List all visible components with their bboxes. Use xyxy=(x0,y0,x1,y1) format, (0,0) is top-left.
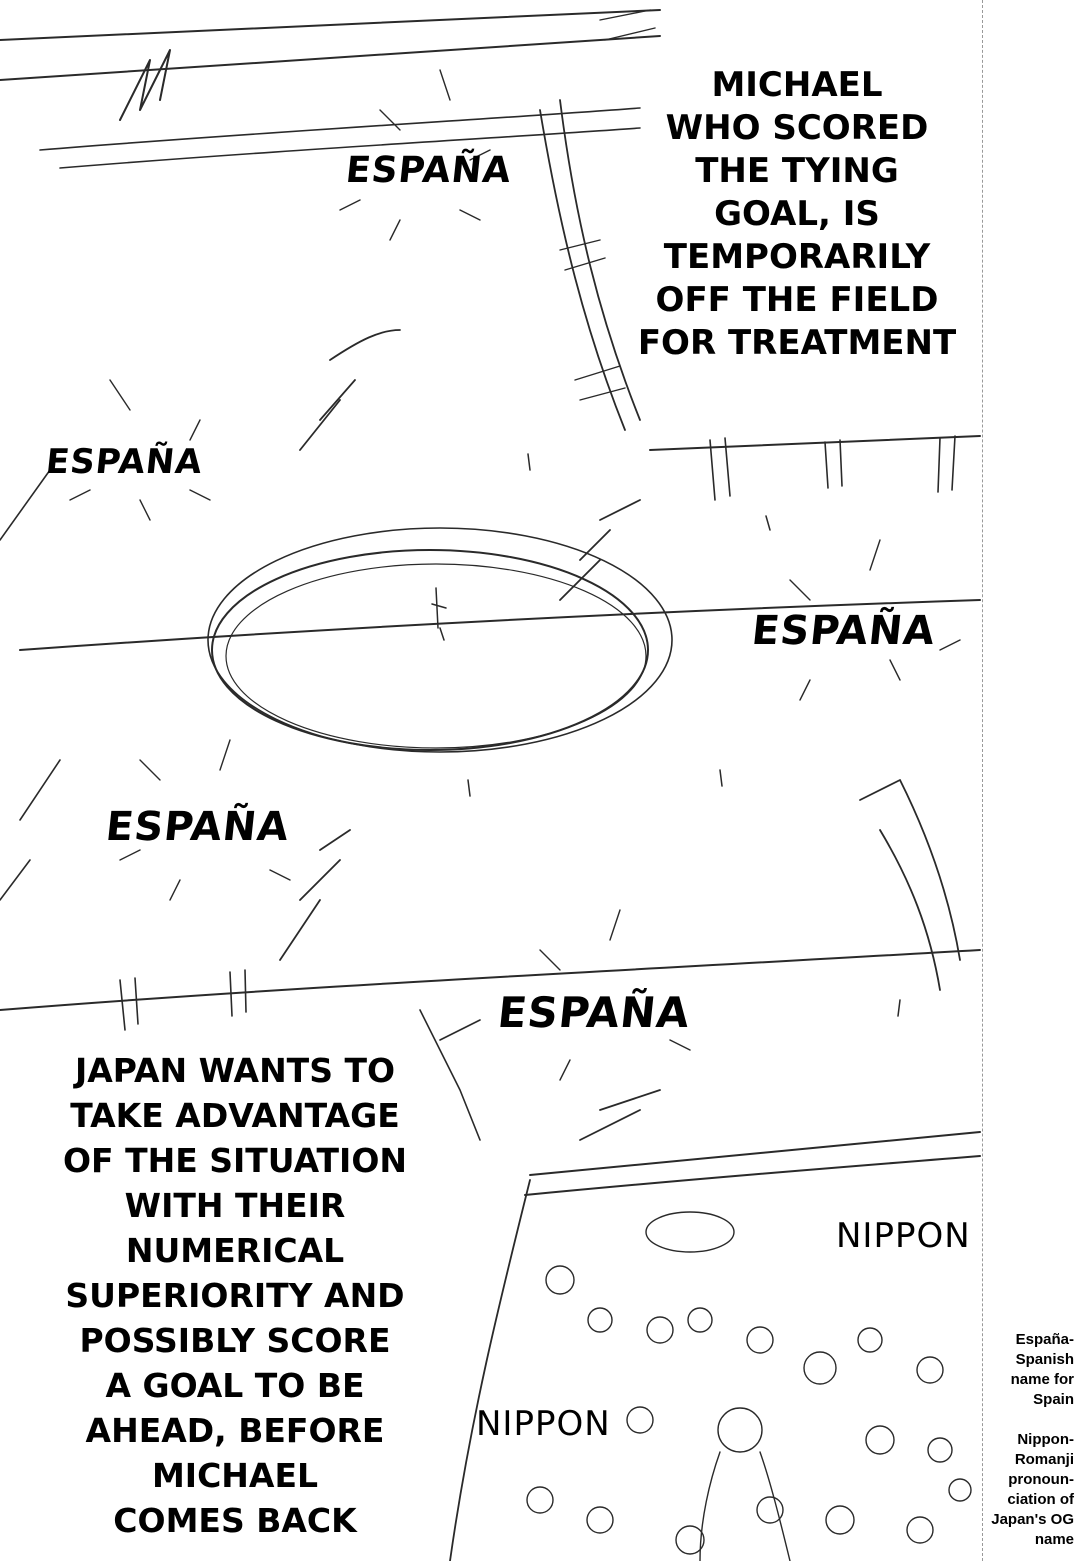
sound-effect-nippon: NIPPON xyxy=(476,1404,611,1444)
sound-effect-espana: ESPAÑA xyxy=(43,442,205,482)
translator-note-nippon: Nippon-Romanji pronoun-ciation of Japan'… xyxy=(991,1431,1074,1548)
sound-effect-espana: ESPAÑA xyxy=(749,608,938,654)
caption-box-bottom: JAPAN WANTS TO TAKE ADVANTAGE OF THE SIT… xyxy=(62,1051,408,1540)
sound-effect-nippon: NIPPON xyxy=(836,1216,971,1256)
translator-notes: España-Spanish name for Spain Nippon-Rom… xyxy=(982,1330,1074,1561)
sound-effect-espana: ESPAÑA xyxy=(103,804,292,850)
sound-effect-espana: ESPAÑA xyxy=(343,150,514,191)
translator-note-espana: España-Spanish name for Spain xyxy=(1010,1331,1074,1408)
sound-effect-espana: ESPAÑA xyxy=(495,988,693,1037)
caption-box-top: MICHAEL WHO SCORED THE TYING GOAL, IS TE… xyxy=(637,65,957,363)
page-margin-line xyxy=(982,0,984,1561)
